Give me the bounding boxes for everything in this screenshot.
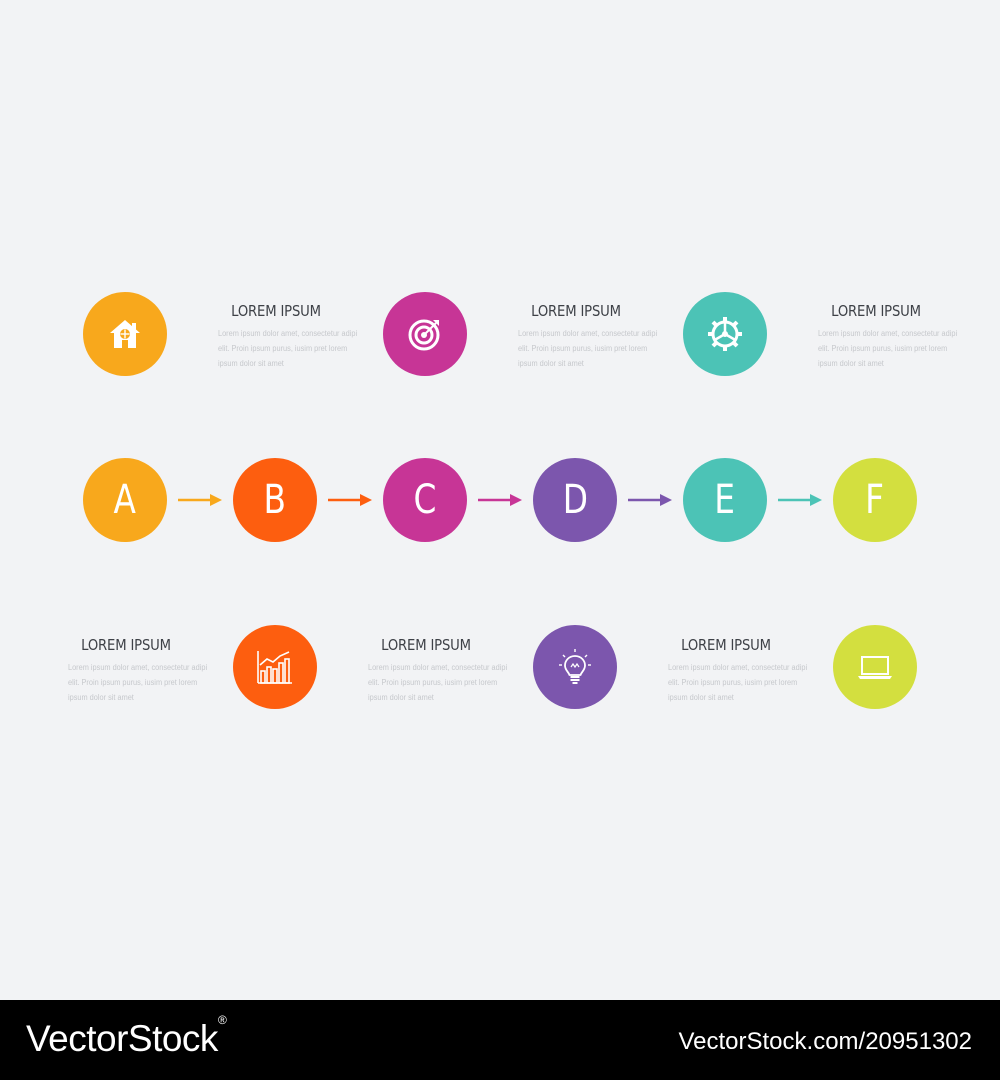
- body-line: ipsum dolor sit amet: [218, 359, 284, 368]
- gear-icon: [708, 317, 742, 351]
- bottom-text-body-2: Lorem ipsum dolor amet, consectetur adip…: [368, 660, 508, 705]
- target-icon: [408, 319, 440, 351]
- step-letter-b: B: [263, 477, 287, 523]
- body-line: ipsum dolor sit amet: [518, 359, 584, 368]
- body-line: Lorem ipsum dolor amet, consectetur adip…: [368, 663, 508, 672]
- step-circle-c: C: [383, 458, 467, 542]
- body-line: Lorem ipsum dolor amet, consectetur adip…: [218, 329, 358, 338]
- step-letter-c: C: [413, 477, 437, 523]
- house-icon: [110, 320, 140, 348]
- bottom-text-title-1: LOREM IPSUM: [81, 636, 171, 654]
- top-text-title-3: LOREM IPSUM: [831, 302, 921, 320]
- watermark-footer: VectorStock® VectorStock.com/20951302: [0, 1000, 1000, 1080]
- body-line: elit. Proin ipsum purus, iusim pret lore…: [68, 678, 198, 687]
- body-line: Lorem ipsum dolor amet, consectetur adip…: [818, 329, 958, 338]
- vectorstock-logo: VectorStock®: [26, 1013, 227, 1060]
- step-letter-d: D: [562, 477, 588, 523]
- body-line: elit. Proin ipsum purus, iusim pret lore…: [518, 344, 648, 353]
- body-line: elit. Proin ipsum purus, iusim pret lore…: [368, 678, 498, 687]
- bottom-icon-circle-1: [233, 625, 317, 709]
- body-line: elit. Proin ipsum purus, iusim pret lore…: [818, 344, 948, 353]
- step-circle-a: A: [83, 458, 167, 542]
- body-line: elit. Proin ipsum purus, iusim pret lore…: [218, 344, 348, 353]
- body-line: ipsum dolor sit amet: [368, 693, 434, 702]
- step-circle-d: D: [533, 458, 617, 542]
- bottom-text-title-2: LOREM IPSUM: [381, 636, 471, 654]
- body-line: ipsum dolor sit amet: [818, 359, 884, 368]
- laptop-icon: [858, 656, 892, 679]
- bar-chart-icon: [257, 651, 292, 684]
- bottom-icon-circle-2: [533, 625, 617, 709]
- top-icon-circle-1: [83, 292, 167, 376]
- body-line: elit. Proin ipsum purus, iusim pret lore…: [668, 678, 798, 687]
- arrow-e-to-f: [778, 494, 822, 506]
- body-line: ipsum dolor sit amet: [68, 693, 134, 702]
- infographic: LOREM IPSUM Lorem ipsum dolor amet, cons…: [68, 292, 958, 709]
- arrow-c-to-d: [478, 494, 522, 506]
- body-line: Lorem ipsum dolor amet, consectetur adip…: [68, 663, 208, 672]
- bottom-text-block-1: LOREM IPSUM Lorem ipsum dolor amet, cons…: [68, 636, 208, 705]
- top-text-body-1: Lorem ipsum dolor amet, consectetur adip…: [218, 326, 358, 371]
- top-icon-circle-2: [383, 292, 467, 376]
- body-line: Lorem ipsum dolor amet, consectetur adip…: [668, 663, 808, 672]
- stock-image-id: VectorStock.com/20951302: [678, 1028, 972, 1055]
- top-text-block-2: LOREM IPSUM Lorem ipsum dolor amet, cons…: [518, 302, 658, 371]
- step-circle-e: E: [683, 458, 767, 542]
- body-line: ipsum dolor sit amet: [668, 693, 734, 702]
- top-text-block-3: LOREM IPSUM Lorem ipsum dolor amet, cons…: [818, 302, 958, 371]
- top-icon-circle-3: [683, 292, 767, 376]
- bottom-text-body-3: Lorem ipsum dolor amet, consectetur adip…: [668, 660, 808, 705]
- registered-mark: ®: [217, 1012, 227, 1027]
- bottom-text-title-3: LOREM IPSUM: [681, 636, 771, 654]
- body-line: Lorem ipsum dolor amet, consectetur adip…: [518, 329, 658, 338]
- step-circle-b: B: [233, 458, 317, 542]
- arrow-d-to-e: [628, 494, 672, 506]
- bottom-text-block-3: LOREM IPSUM Lorem ipsum dolor amet, cons…: [668, 636, 808, 705]
- lightbulb-icon: [559, 649, 591, 684]
- top-text-title-1: LOREM IPSUM: [231, 302, 321, 320]
- bottom-icon-circle-3: [833, 625, 917, 709]
- arrow-a-to-b: [178, 494, 222, 506]
- top-text-body-2: Lorem ipsum dolor amet, consectetur adip…: [518, 326, 658, 371]
- step-letter-f: F: [865, 477, 885, 523]
- top-text-body-3: Lorem ipsum dolor amet, consectetur adip…: [818, 326, 958, 371]
- top-text-block-1: LOREM IPSUM Lorem ipsum dolor amet, cons…: [218, 302, 358, 371]
- step-circle-f: F: [833, 458, 917, 542]
- bottom-text-block-2: LOREM IPSUM Lorem ipsum dolor amet, cons…: [368, 636, 508, 705]
- top-text-title-2: LOREM IPSUM: [531, 302, 621, 320]
- bottom-text-body-1: Lorem ipsum dolor amet, consectetur adip…: [68, 660, 208, 705]
- step-letter-a: A: [113, 477, 137, 523]
- step-letter-e: E: [714, 477, 736, 523]
- arrow-b-to-c: [328, 494, 372, 506]
- brand-name: VectorStock: [26, 1018, 218, 1059]
